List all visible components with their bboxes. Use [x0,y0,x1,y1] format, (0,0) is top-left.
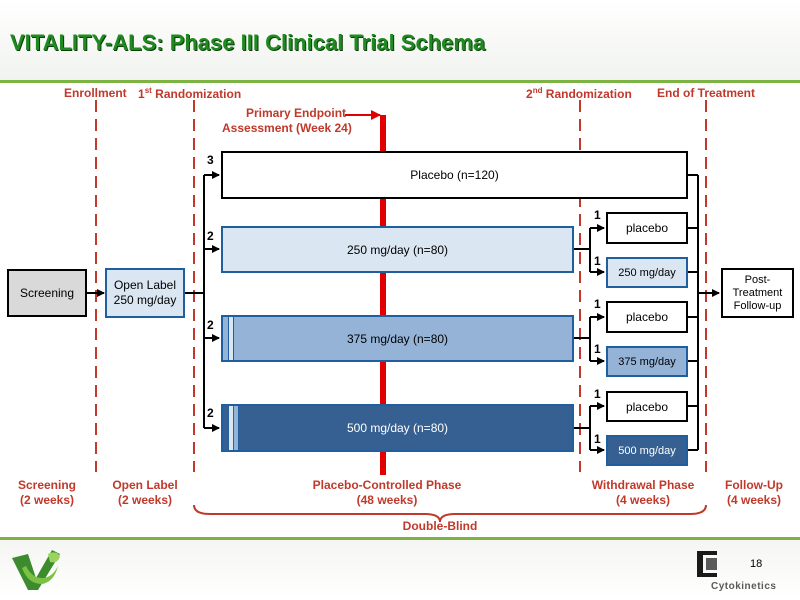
title-bar [0,0,800,80]
company-name: Cytokinetics [711,581,777,592]
arm-375-stripe [228,317,234,360]
wd-ratio-1b: 1 [594,254,601,268]
phase-open-label: Open Label(2 weeks) [112,478,178,507]
phase-follow-up: Follow-Up(4 weeks) [725,478,783,507]
wd-placebo-3: placebo [606,391,688,422]
ratio-placebo: 3 [207,153,214,167]
enrollment-label: Enrollment [64,86,127,100]
arm-250: 250 mg/day (n=80) [221,226,574,273]
arm-placebo: Placebo (n=120) [221,151,688,199]
wd-active-500: 500 mg/day [606,435,688,466]
phase-withdrawal: Withdrawal Phase(4 weeks) [591,478,695,507]
arm-375: 375 mg/day (n=80) [221,315,574,362]
wd-ratio-2b: 1 [594,342,601,356]
arm-500-stripe-2 [234,406,239,450]
wd-active-250: 250 mg/day [606,257,688,288]
ratio-250: 2 [207,229,214,243]
ratio-500: 2 [207,406,214,420]
primary-endpoint-label: Primary Endpoint Assessment (Week 24) [222,106,352,135]
wd-ratio-3b: 1 [594,432,601,446]
header-divider [0,80,800,83]
first-randomization-label: 1st Randomization [138,86,242,101]
wd-placebo-2: placebo [606,301,688,333]
cytokinetics-logo-icon [697,551,717,577]
double-blind-label: Double-Blind [402,519,478,533]
vitality-logo-icon [12,550,60,590]
phase-placebo-controlled: Placebo-Controlled Phase(48 weeks) [312,478,462,507]
open-label-box: Open Label 250 mg/day [105,268,185,318]
wd-placebo-1: placebo [606,212,688,244]
arm-500-stripe-1 [228,406,233,450]
page-number: 18 [750,558,763,570]
wd-ratio-2a: 1 [594,297,601,311]
wd-ratio-3a: 1 [594,387,601,401]
phase-screening: Screening(2 weeks) [17,478,77,507]
post-treatment-box: Post- Treatment Follow-up [721,268,794,318]
screening-box: Screening [7,269,87,317]
footer-divider [0,537,800,540]
wd-active-375: 375 mg/day [606,346,688,377]
double-blind-bracket [193,504,707,523]
second-randomization-label: 2nd Randomization [526,86,632,101]
ratio-375: 2 [207,318,214,332]
wd-ratio-1a: 1 [594,208,601,222]
arm-500: 500 mg/day (n=80) [221,404,574,452]
footer-bar [0,540,800,600]
slide-title: VITALITY-ALS: Phase III Clinical Trial S… [10,30,486,55]
end-of-treatment-label: End of Treatment [657,86,756,100]
